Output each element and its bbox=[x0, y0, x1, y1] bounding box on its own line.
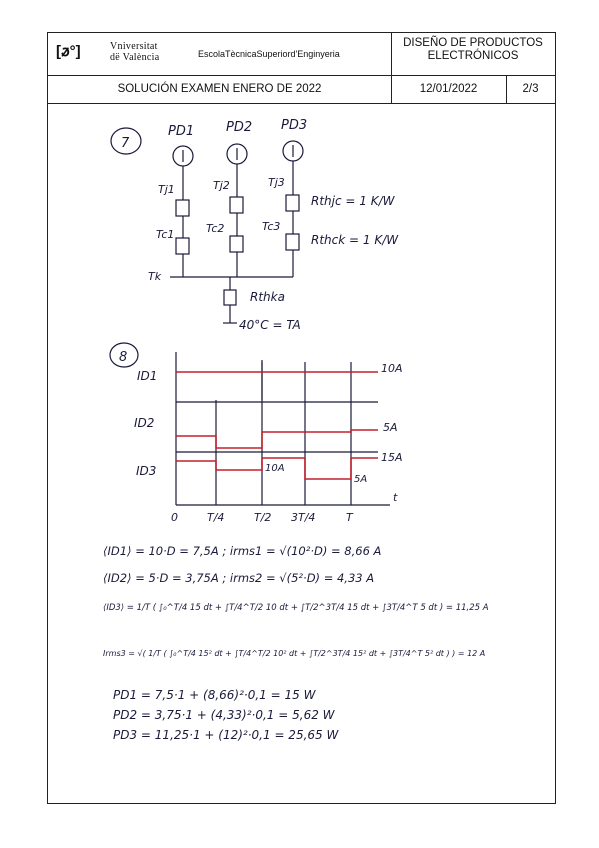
signal-id2: ID2 bbox=[134, 416, 154, 430]
page-number: 2/3 bbox=[522, 83, 539, 95]
source-pd3: PD3 bbox=[281, 118, 307, 133]
signal-id1: ID1 bbox=[137, 369, 157, 383]
label-tj2: Tj2 bbox=[213, 179, 230, 192]
level-5a: 5A bbox=[383, 421, 398, 434]
rth-ck: Rthck = 1 K/W bbox=[311, 233, 399, 247]
source-pd2: PD2 bbox=[226, 120, 252, 135]
problem8-number: 8 bbox=[119, 350, 127, 365]
eq-pd1: PD1 = 7,5·1 + (8,66)²·0,1 = 15 W bbox=[113, 688, 317, 702]
page-divider bbox=[506, 75, 507, 103]
tick-0: 0 bbox=[171, 511, 178, 524]
header-top-row: [ꬿ°] Vniversitat dë València EscolaTècni… bbox=[48, 33, 555, 76]
tick-t4: T/4 bbox=[207, 511, 224, 524]
course-title: DISEÑO DE PRODUCTOS ELECTRÓNICOS bbox=[391, 37, 555, 63]
rth-jc: Rthjc = 1 K/W bbox=[311, 194, 396, 208]
label-tk: Tk bbox=[148, 270, 162, 283]
university-line1: Vniversitat bbox=[110, 41, 158, 52]
level-15a: 15A bbox=[381, 451, 403, 464]
label-tj1: Tj1 bbox=[158, 183, 175, 196]
rth-ka: Rthka bbox=[250, 290, 285, 304]
level-10a: 10A bbox=[381, 362, 403, 375]
label-tc3: Tc3 bbox=[262, 220, 280, 233]
level-5a-end: 5A bbox=[354, 474, 367, 485]
exam-title: SOLUCIÓN EXAMEN ENERO DE 2022 bbox=[117, 83, 322, 95]
label-tc1: Tc1 bbox=[156, 228, 174, 241]
university-logo: [ꬿ°] bbox=[56, 43, 81, 60]
problem7-circle bbox=[110, 127, 142, 155]
eq-id3: ⟨ID3⟩ = 1/T ( ∫₀^T/4 15 dt + ∫T/4^T/2 10… bbox=[103, 603, 489, 613]
tick-3t4: 3T/4 bbox=[291, 511, 315, 524]
school-name: EscolaTècnicaSuperiord'Enginyeria bbox=[198, 49, 340, 59]
university-line2: dë València bbox=[110, 52, 160, 63]
tick-t2: T/2 bbox=[254, 511, 271, 524]
exam-date: 12/01/2022 bbox=[419, 83, 478, 95]
eq-pd2: PD2 = 3,75·1 + (4,33)²·0,1 = 5,62 W bbox=[113, 708, 336, 722]
ambient-temp: 40°C = TA bbox=[239, 318, 301, 332]
eq-id1: ⟨ID1⟩ = 10·D = 7,5A ; irms1 = √(10²·D) =… bbox=[103, 544, 382, 558]
eq-irms3: Irms3 = √( 1/T ( ∫₀^T/4 15² dt + ∫T/4^T/… bbox=[103, 649, 485, 658]
level-10a-mid: 10A bbox=[265, 463, 285, 474]
source-pd1: PD1 bbox=[168, 124, 194, 139]
label-tc2: Tc2 bbox=[206, 222, 224, 235]
label-tj3: Tj3 bbox=[268, 176, 285, 189]
university-name: Vniversitat dë València bbox=[110, 41, 159, 63]
course-line1: DISEÑO DE PRODUCTOS bbox=[403, 37, 543, 49]
header-divider bbox=[391, 33, 392, 103]
eq-id2: ⟨ID2⟩ = 5·D = 3,75A ; irms2 = √(5²·D) = … bbox=[103, 571, 374, 585]
problem8-circle bbox=[109, 342, 139, 368]
course-line2: ELECTRÓNICOS bbox=[427, 50, 519, 62]
header-bottom-row: SOLUCIÓN EXAMEN ENERO DE 2022 12/01/2022… bbox=[48, 75, 555, 104]
tick-t: T bbox=[346, 511, 354, 524]
axis-t: t bbox=[393, 491, 398, 504]
eq-pd3: PD3 = 11,25·1 + (12)²·0,1 = 25,65 W bbox=[113, 728, 339, 742]
exam-sheet: [ꬿ°] Vniversitat dë València EscolaTècni… bbox=[47, 32, 556, 804]
signal-id3: ID3 bbox=[136, 464, 156, 478]
problem7-number: 7 bbox=[121, 136, 130, 151]
